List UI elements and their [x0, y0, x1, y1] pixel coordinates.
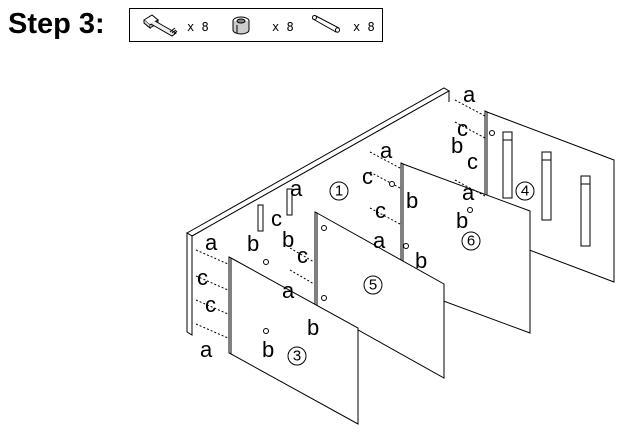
- svg-text:5: 5: [369, 277, 377, 294]
- cam-bolt-qty: x 8: [187, 20, 209, 34]
- label-c: c: [362, 164, 373, 189]
- label-c: c: [375, 198, 386, 223]
- label-c: c: [271, 206, 282, 231]
- svg-text:1: 1: [335, 183, 343, 200]
- label-b: b: [406, 188, 418, 213]
- panel-3: [228, 256, 359, 425]
- label-c: c: [457, 116, 468, 141]
- label-a: a: [290, 176, 303, 201]
- label-c: c: [297, 243, 308, 268]
- label-a: a: [463, 82, 476, 107]
- panel-number-4: 4: [515, 181, 535, 201]
- label-b: b: [415, 248, 427, 273]
- wood-dowel-qty: x 8: [353, 20, 375, 34]
- panel-5: [314, 211, 445, 379]
- cam-lock-icon: [232, 16, 250, 35]
- label-b: b: [456, 208, 468, 233]
- wood-dowel-icon: [312, 15, 340, 33]
- panel-number-1: 1: [329, 181, 349, 201]
- panel-number-5: 5: [363, 275, 383, 295]
- label-a: a: [462, 180, 475, 205]
- label-b: b: [451, 133, 463, 158]
- panel-number-3: 3: [287, 346, 307, 366]
- label-c: c: [197, 265, 208, 290]
- cam-bolt-icon: [143, 14, 178, 37]
- parts-box: x 8 x 8 x 8: [129, 8, 383, 42]
- cam-lock-qty: x 8: [272, 20, 294, 34]
- label-a: a: [282, 278, 295, 303]
- label-b: b: [262, 337, 274, 362]
- label-a: a: [380, 138, 393, 163]
- label-a: a: [373, 228, 386, 253]
- label-b: b: [307, 315, 319, 340]
- fastener-labels: a c c a b b c a b c a b a c b c a b a c …: [197, 82, 478, 362]
- label-c: c: [467, 149, 478, 174]
- panel-1: [186, 87, 450, 336]
- label-a: a: [200, 337, 213, 362]
- label-a: a: [205, 230, 218, 255]
- label-b: b: [247, 231, 259, 256]
- svg-text:6: 6: [467, 233, 475, 250]
- label-b: b: [282, 227, 294, 252]
- panel-number-6: 6: [461, 231, 481, 251]
- svg-text:4: 4: [521, 183, 529, 200]
- svg-text:3: 3: [293, 348, 301, 365]
- label-c: c: [205, 292, 216, 317]
- step-title: Step 3:: [8, 8, 105, 40]
